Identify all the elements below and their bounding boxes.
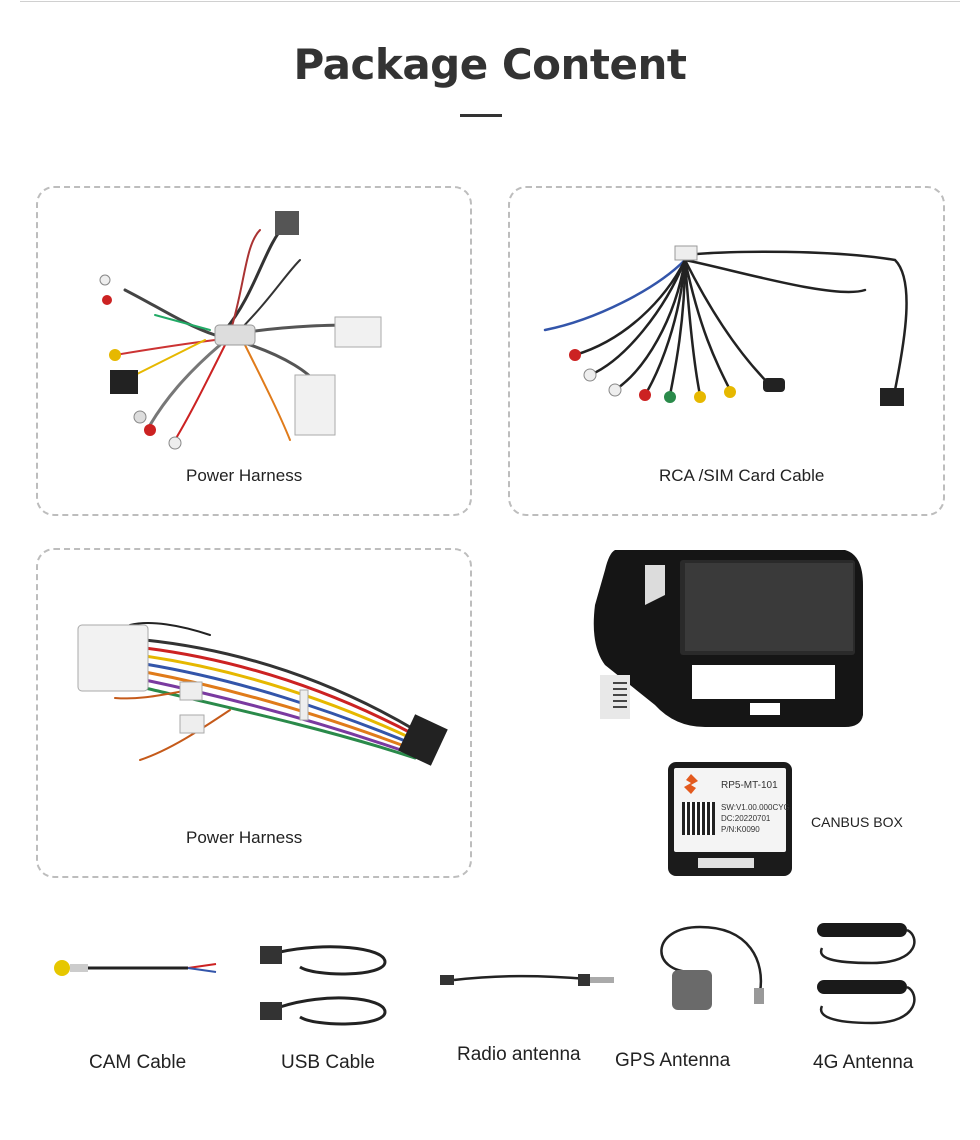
power-harness-2-image xyxy=(77,622,448,766)
cam-cable-image xyxy=(54,960,217,976)
cam-cable-caption: CAM Cable xyxy=(89,1052,187,1073)
brand-logo-icon xyxy=(684,774,698,794)
usb-cable-caption: USB Cable xyxy=(281,1052,375,1073)
rca-sim-cable-caption: RCA /SIM Card Cable xyxy=(659,466,825,485)
rca-sim-cable-image xyxy=(543,245,908,406)
power-harness-caption: Power Harness xyxy=(186,466,303,485)
canbus-model-text: RP5-MT-101 xyxy=(721,780,778,791)
canbus-pn-text: P/N:K0090 xyxy=(721,825,760,834)
radio-antenna-caption: Radio antenna xyxy=(457,1044,581,1065)
gps-antenna-image xyxy=(660,925,764,1010)
canbus-dc-text: DC:20220701 xyxy=(721,814,771,823)
title-underline xyxy=(460,114,502,117)
4g-antenna-caption: 4G Antenna xyxy=(813,1052,914,1073)
canbus-box-image: RP5-MT-101 SW:V1.00.000CYG DC:20220701 P… xyxy=(668,762,792,876)
page-title: Package Content xyxy=(293,40,687,89)
power-harness-2-caption: Power Harness xyxy=(186,828,303,847)
canbus-connector xyxy=(698,858,754,868)
power-harness-panel xyxy=(36,186,472,516)
usb-cable-image xyxy=(260,945,387,1026)
radio-antenna-image xyxy=(440,974,614,986)
qr-code-icon xyxy=(682,802,715,835)
power-harness-image xyxy=(99,211,382,450)
canbus-label: RP5-MT-101 SW:V1.00.000CYG DC:20220701 P… xyxy=(674,768,790,852)
gps-antenna-caption: GPS Antenna xyxy=(615,1050,731,1071)
rca-sim-cable-panel xyxy=(508,186,945,516)
head-unit-image xyxy=(593,550,863,727)
power-harness-panel-2 xyxy=(36,548,472,878)
top-divider xyxy=(20,1,960,2)
canbus-box-caption: CANBUS BOX xyxy=(811,814,903,830)
4g-antenna-image xyxy=(817,923,916,1025)
canbus-sw-text: SW:V1.00.000CYG xyxy=(721,803,790,812)
